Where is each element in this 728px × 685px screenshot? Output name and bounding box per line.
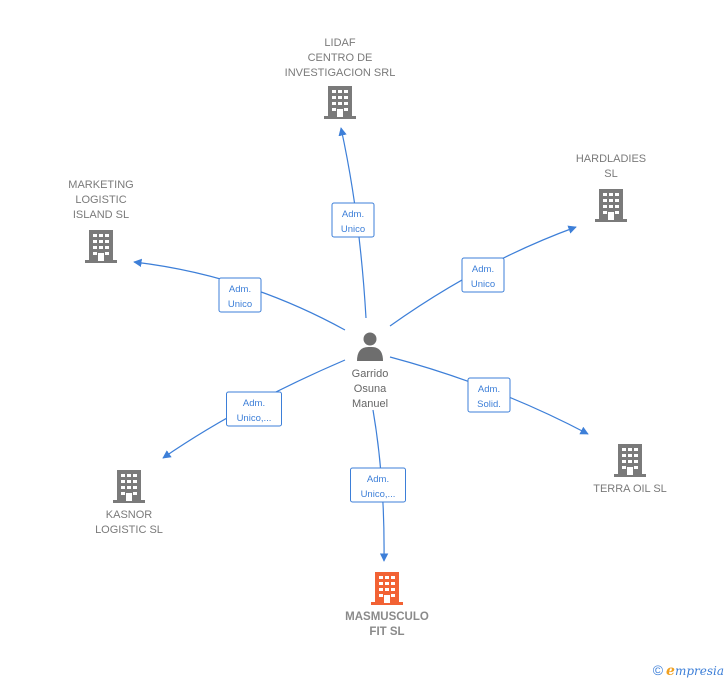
- role-label-terra: Solid.: [477, 399, 501, 410]
- person-name-label: Manuel: [352, 398, 388, 410]
- company-label-terra: TERRA OIL SL: [593, 483, 667, 495]
- role-box-lidaf[interactable]: [331, 202, 375, 238]
- company-label-masmusculo: FIT SL: [369, 626, 404, 638]
- company-node-kasnor[interactable]: KASNOR LOGISTIC SL: [95, 470, 163, 536]
- edge-terra: Adm. Solid.: [389, 356, 589, 435]
- edges-layer: Adm.UnicoAdm.UnicoAdm.UnicoAdm.Solid.Adm…: [133, 127, 589, 562]
- footer-brand[interactable]: ©empresia: [653, 662, 724, 679]
- company-node-lidaf[interactable]: LIDAF CENTRO DE INVESTIGACION SRL: [285, 37, 396, 119]
- brand-logo-text: mpresia: [674, 664, 724, 678]
- edge-kasnor: Adm. Unico,...: [162, 359, 346, 459]
- role-label-masmusculo: Adm.: [367, 474, 389, 485]
- company-node-terra[interactable]: TERRA OIL SL: [593, 444, 667, 495]
- building-icon: [371, 572, 403, 605]
- edge-marketing: Adm. Unico: [133, 258, 346, 331]
- company-label-hardladies: HARDLADIES: [576, 153, 646, 165]
- person-name-label: Osuna: [354, 383, 387, 395]
- person-name-label: Garrido: [352, 368, 389, 380]
- building-icon: [85, 230, 117, 263]
- role-label-marketing: Adm.: [229, 284, 251, 295]
- company-label-kasnor: LOGISTIC SL: [95, 524, 163, 536]
- person-icon: [357, 332, 383, 361]
- company-label-lidaf: INVESTIGACION SRL: [285, 67, 396, 79]
- company-label-lidaf: LIDAF: [324, 37, 355, 49]
- building-icon: [614, 444, 646, 477]
- role-box-kasnor[interactable]: [226, 391, 282, 427]
- company-label-marketing: ISLAND SL: [73, 209, 129, 221]
- building-icon: [324, 86, 356, 119]
- role-label-hardladies: Adm.: [472, 264, 494, 275]
- company-node-marketing[interactable]: MARKETING LOGISTIC ISLAND SL: [68, 179, 134, 263]
- company-node-masmusculo[interactable]: MASMUSCULO FIT SL: [345, 572, 429, 638]
- role-label-kasnor: Adm.: [243, 398, 265, 409]
- role-box-terra[interactable]: [467, 377, 511, 413]
- company-label-marketing: LOGISTIC: [75, 194, 126, 206]
- company-label-kasnor: KASNOR: [106, 509, 153, 521]
- edge-masmusculo: Adm. Unico,...: [350, 409, 406, 562]
- role-box-hardladies[interactable]: [461, 257, 505, 293]
- role-label-masmusculo: Unico,...: [361, 489, 396, 500]
- company-label-hardladies: SL: [604, 168, 617, 180]
- company-label-masmusculo: MASMUSCULO: [345, 611, 429, 623]
- role-label-kasnor: Unico,...: [237, 413, 272, 424]
- role-label-lidaf: Unico: [341, 224, 365, 235]
- edge-hardladies: Adm. Unico: [389, 225, 577, 327]
- building-icon: [113, 470, 145, 503]
- role-label-lidaf: Adm.: [342, 209, 364, 220]
- brand-logo-initial: e: [666, 663, 675, 679]
- company-node-hardladies[interactable]: HARDLADIES SL: [576, 153, 646, 222]
- role-label-hardladies: Unico: [471, 279, 495, 290]
- edge-lidaf: Adm. Unico: [331, 127, 375, 319]
- role-label-terra: Adm.: [478, 384, 500, 395]
- role-box-marketing[interactable]: [218, 277, 262, 313]
- nodes-layer: LIDAF CENTRO DE INVESTIGACION SRL HARDLADIE…: [68, 37, 666, 638]
- building-icon: [595, 189, 627, 222]
- company-label-lidaf: CENTRO DE: [308, 52, 373, 64]
- copyright-icon: ©: [652, 662, 664, 678]
- role-box-masmusculo[interactable]: [350, 467, 406, 503]
- company-label-marketing: MARKETING: [68, 179, 133, 191]
- role-label-marketing: Unico: [228, 299, 252, 310]
